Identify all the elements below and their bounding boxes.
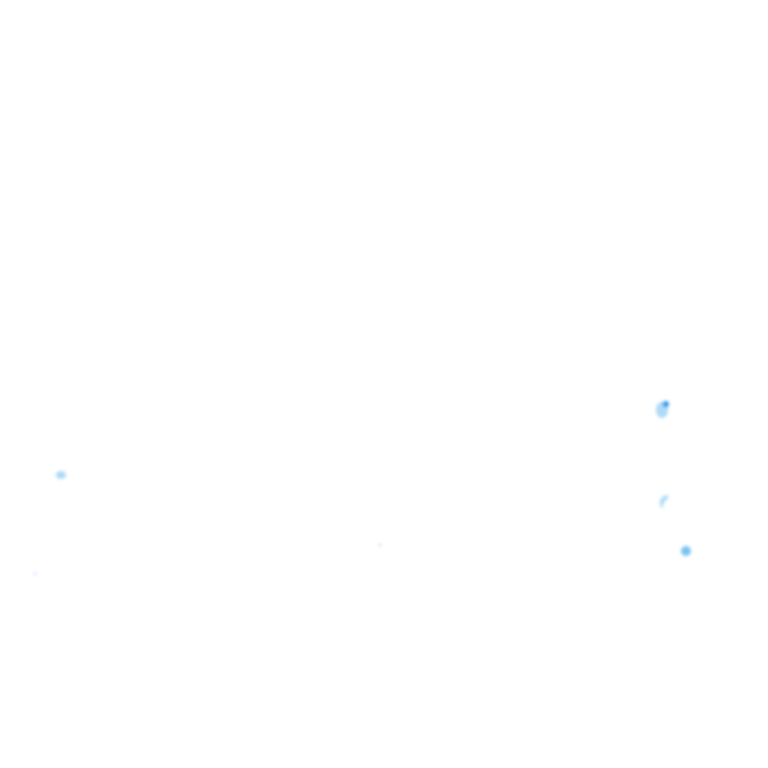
blob-center (378, 543, 382, 547)
blob-left-upper (56, 471, 66, 479)
blob-right-middle (659, 495, 669, 509)
blob-right-upper (656, 401, 669, 418)
blob-left-lower (33, 572, 37, 576)
blob-right-lower (681, 546, 691, 556)
